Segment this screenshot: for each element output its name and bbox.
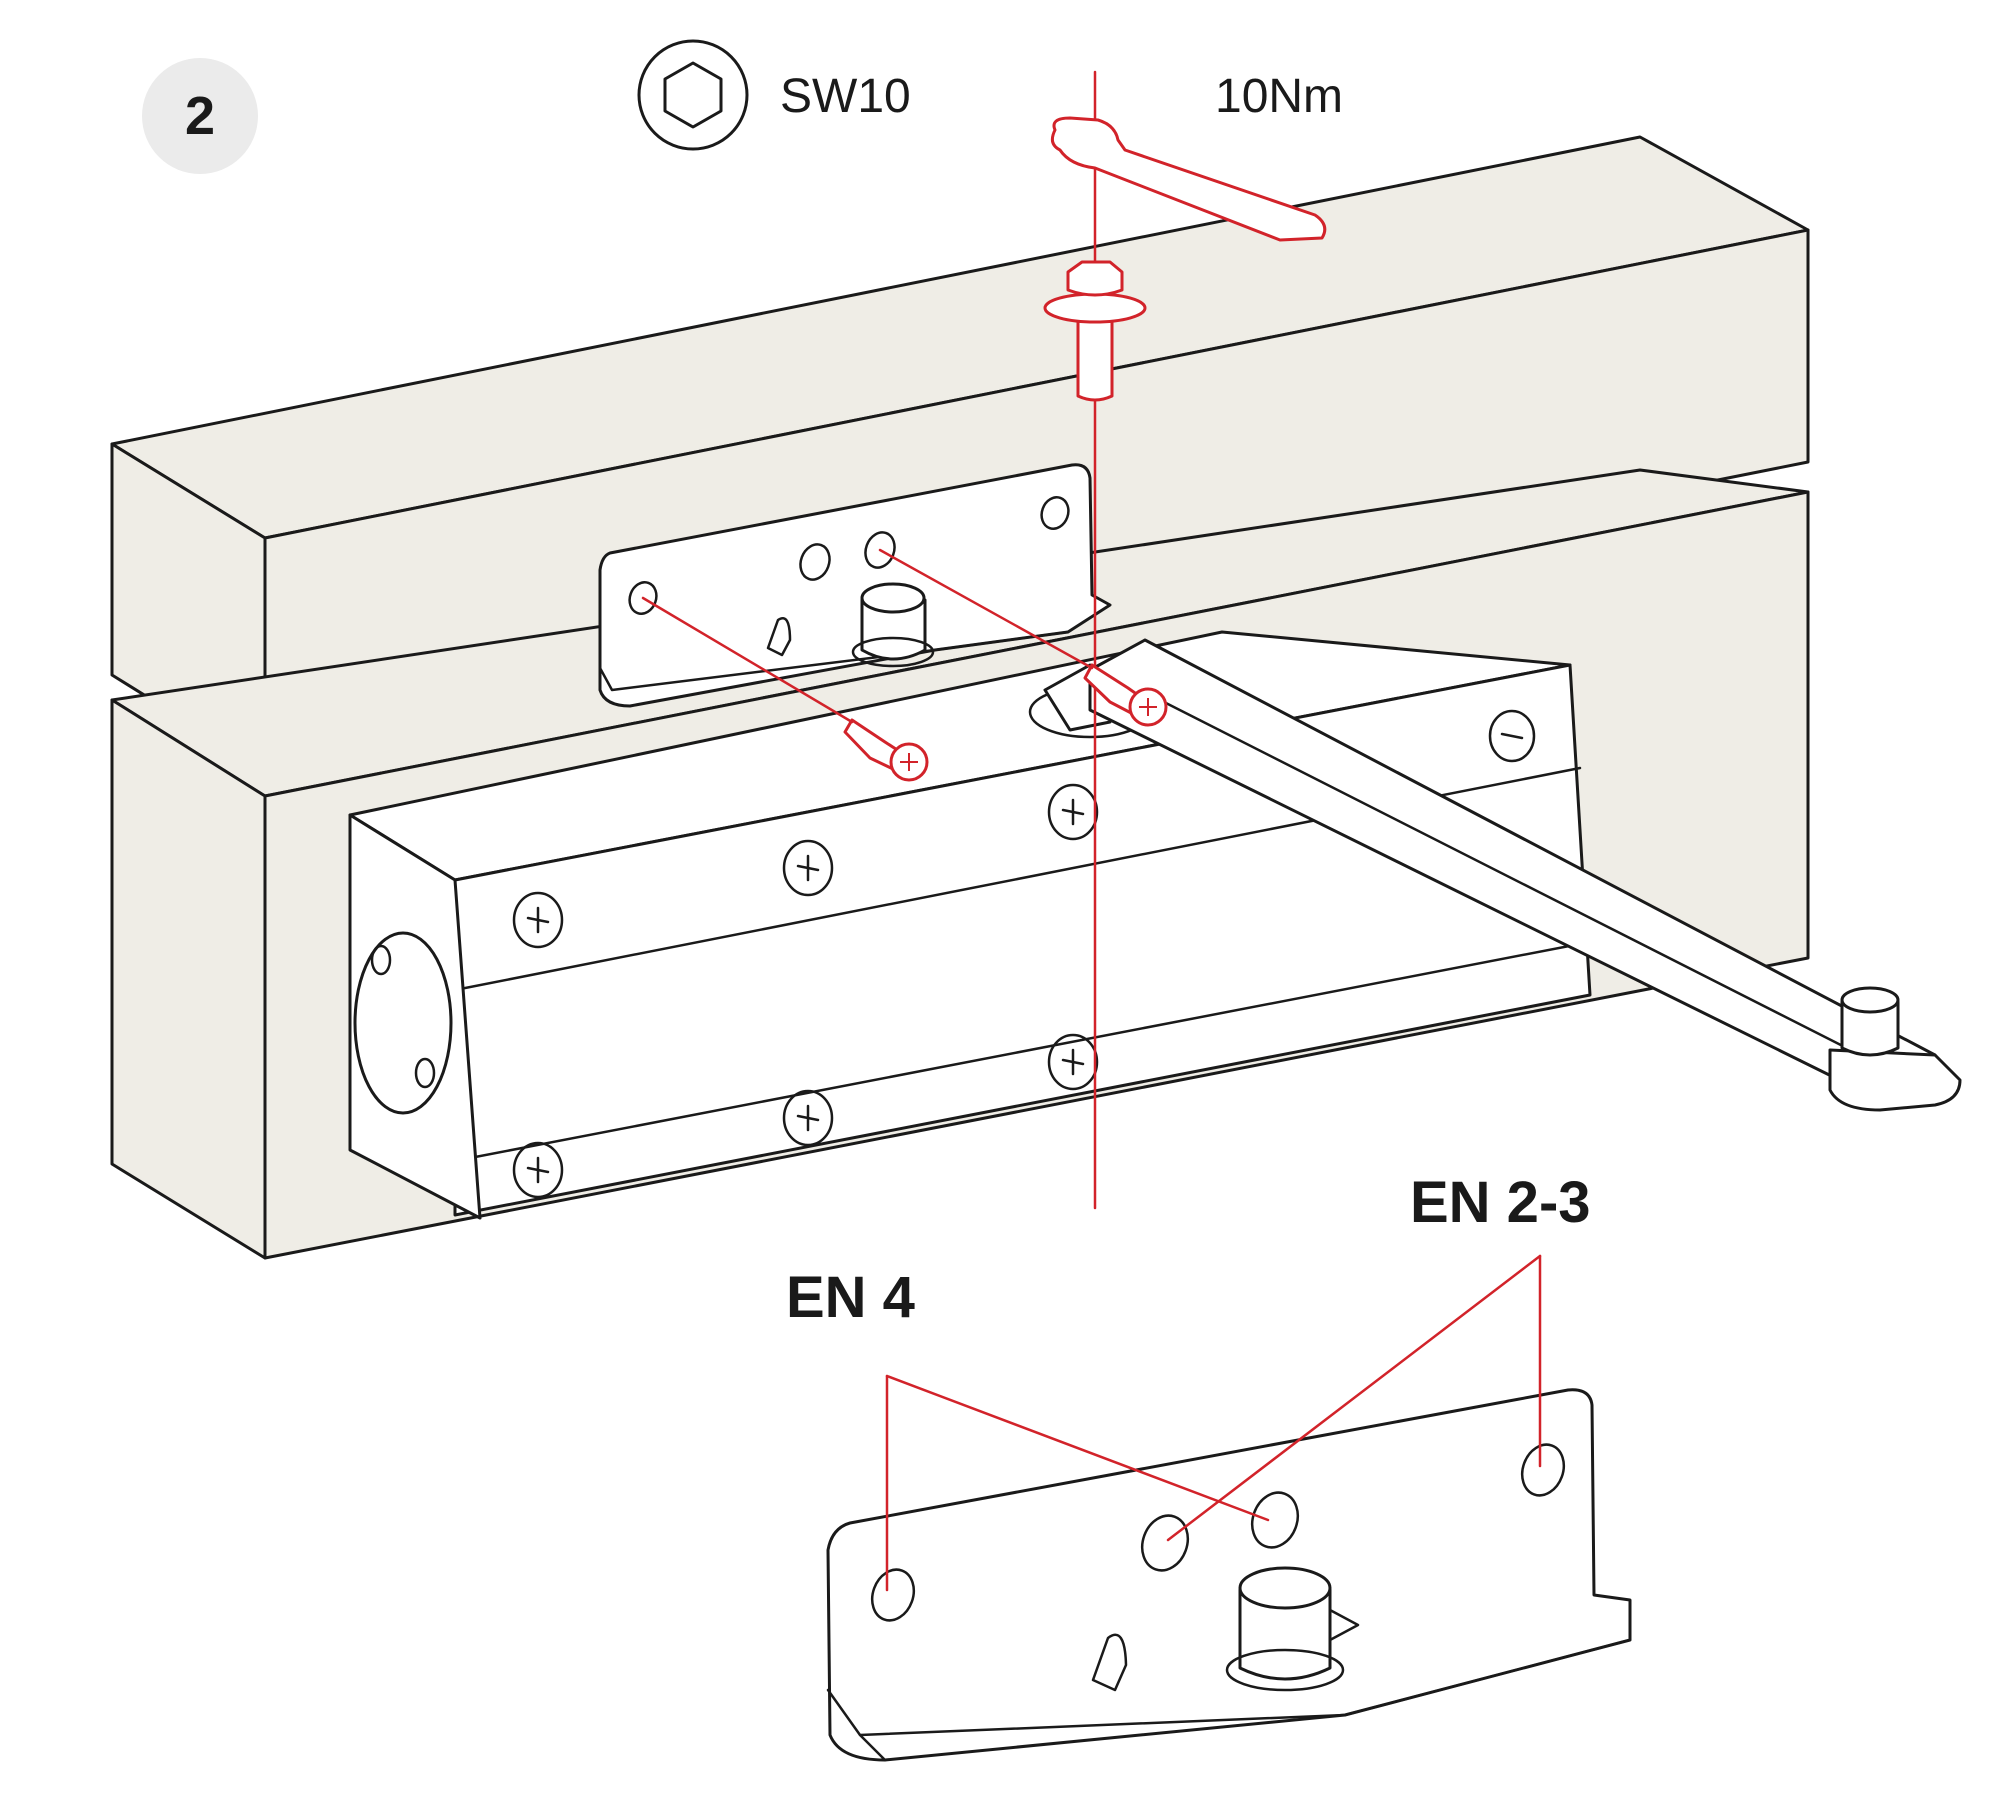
detail-bracket [826, 1388, 1632, 1762]
en23-hole [1140, 1514, 1190, 1572]
closer-screw [782, 1089, 834, 1147]
en23-hole [1250, 1491, 1300, 1549]
en23-leader-lines [1166, 1254, 1542, 1542]
screw-guide-line [878, 548, 1094, 670]
torque-label: 10Nm [1215, 70, 1343, 123]
wood-screw [843, 718, 929, 782]
frame-bracket [598, 463, 1112, 708]
closer-screw [512, 1141, 564, 1199]
open-end-wrench-icon [1050, 116, 1327, 242]
screw-guide-line [641, 596, 854, 724]
callout-en23-label: EN 2-3 [1410, 1170, 1591, 1235]
closer-arm [1088, 638, 1962, 1112]
wood-screw [1083, 663, 1168, 727]
closer-screw [1047, 1033, 1099, 1091]
en4-hole [1520, 1443, 1566, 1497]
detail-bracket-pin [1225, 1566, 1360, 1692]
closer-screw [1047, 783, 1099, 841]
step-number: 2 [185, 86, 215, 146]
closer-screw [512, 891, 564, 949]
callout-en4-label: EN 4 [786, 1265, 915, 1330]
bracket-pin [851, 582, 935, 668]
closer-screw [782, 839, 834, 897]
en4-hole [870, 1568, 916, 1622]
step-badge-circle [142, 58, 258, 174]
closer-screw [1488, 709, 1536, 763]
hex-tool-size-label: SW10 [780, 70, 911, 123]
step-badge: 2 [142, 58, 258, 174]
hex-bolt [1043, 260, 1147, 402]
arm-pin [1840, 986, 1900, 1057]
en4-leader-lines [885, 1374, 1270, 1592]
hex-socket-icon [637, 39, 749, 151]
